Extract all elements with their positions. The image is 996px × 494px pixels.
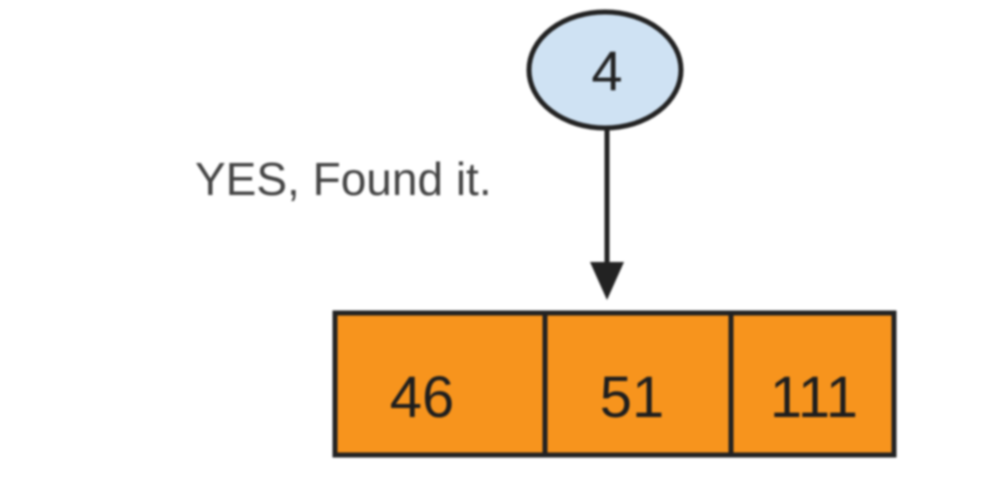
array-cell: 111 bbox=[728, 310, 897, 458]
array-cell-value: 46 bbox=[390, 365, 455, 430]
array-cell-box bbox=[332, 310, 548, 458]
array-cell-value: 51 bbox=[600, 365, 665, 430]
search-key-value: 4 bbox=[591, 39, 622, 102]
array-cell-box bbox=[728, 310, 897, 458]
array-cell: 51 bbox=[542, 310, 734, 458]
found-annotation: YES, Found it. bbox=[195, 153, 492, 205]
arrow-head bbox=[590, 262, 624, 300]
array-cell: 46 bbox=[332, 310, 548, 458]
search-key-node: 4 bbox=[526, 9, 684, 131]
array-cell-value: 111 bbox=[770, 365, 858, 430]
pointer-arrow bbox=[590, 128, 624, 300]
array-cell-box bbox=[542, 310, 734, 458]
array: 46 51 111 bbox=[332, 310, 897, 458]
